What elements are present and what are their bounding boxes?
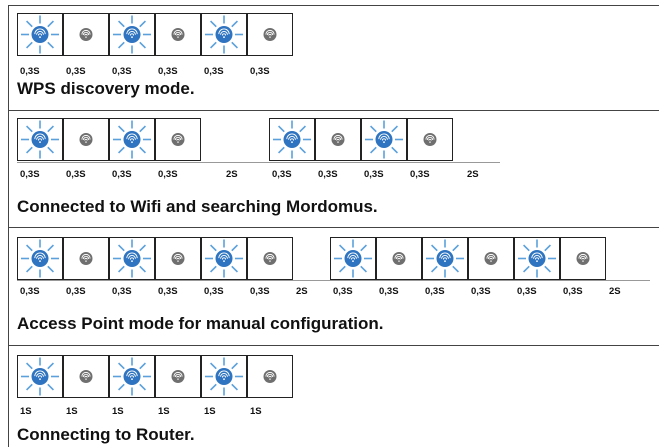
duration-label: 1S <box>158 406 170 417</box>
led-state-cell <box>422 237 468 280</box>
led-state-cell <box>155 118 201 161</box>
mode-caption: Connecting to Router. <box>17 425 195 444</box>
duration-label: 0,3S <box>66 286 86 297</box>
led-state-cell <box>109 13 155 56</box>
led-state-cell <box>330 237 376 280</box>
led-state-cell <box>468 237 514 280</box>
led-state-cell <box>407 118 453 161</box>
pause-duration-label: 2S <box>226 169 238 180</box>
duration-label: 0,3S <box>112 66 132 77</box>
led-state-cell <box>247 237 293 280</box>
led-state-cell <box>63 355 109 398</box>
duration-label: 0,3S <box>112 286 132 297</box>
mode-caption: Connected to Wifi and searching Mordomus… <box>17 197 378 216</box>
led-state-cell <box>17 237 63 280</box>
led-state-cell <box>109 118 155 161</box>
led-state-cell <box>315 118 361 161</box>
pause-duration-label: 2S <box>609 286 621 297</box>
duration-label: 0,3S <box>158 66 178 77</box>
led-state-cell <box>109 355 155 398</box>
duration-label: 1S <box>66 406 78 417</box>
section-divider <box>8 345 659 346</box>
duration-label: 0,3S <box>250 286 270 297</box>
duration-label: 0,3S <box>66 66 86 77</box>
duration-label: 0,3S <box>364 169 384 180</box>
duration-label: 0,3S <box>20 66 40 77</box>
duration-label: 0,3S <box>112 169 132 180</box>
led-state-cell <box>17 118 63 161</box>
led-state-cell <box>63 13 109 56</box>
duration-label: 1S <box>20 406 32 417</box>
duration-label: 0,3S <box>66 169 86 180</box>
led-state-cell <box>63 237 109 280</box>
diagram-frame <box>8 5 659 447</box>
duration-label: 0,3S <box>425 286 445 297</box>
duration-label: 0,3S <box>158 286 178 297</box>
duration-label: 1S <box>250 406 262 417</box>
led-state-cell <box>201 355 247 398</box>
led-state-cell <box>376 237 422 280</box>
duration-label: 1S <box>204 406 216 417</box>
duration-label: 0,3S <box>471 286 491 297</box>
led-state-cell <box>269 118 315 161</box>
pause-duration-label: 2S <box>296 286 308 297</box>
duration-label: 0,3S <box>379 286 399 297</box>
duration-label: 0,3S <box>272 169 292 180</box>
duration-label: 0,3S <box>563 286 583 297</box>
mode-caption: Access Point mode for manual configurati… <box>17 314 384 333</box>
led-state-cell <box>201 13 247 56</box>
duration-label: 0,3S <box>20 286 40 297</box>
led-state-cell <box>155 355 201 398</box>
led-state-cell <box>17 13 63 56</box>
led-state-cell <box>361 118 407 161</box>
led-state-cell <box>514 237 560 280</box>
led-state-cell <box>63 118 109 161</box>
led-state-cell <box>560 237 606 280</box>
section-divider <box>8 110 659 111</box>
section-divider <box>8 227 659 228</box>
duration-label: 0,3S <box>410 169 430 180</box>
led-state-cell <box>247 355 293 398</box>
pause-duration-label: 2S <box>467 169 479 180</box>
timeline-axis <box>17 280 650 281</box>
duration-label: 0,3S <box>158 169 178 180</box>
led-state-cell <box>247 13 293 56</box>
duration-label: 0,3S <box>333 286 353 297</box>
duration-label: 0,3S <box>318 169 338 180</box>
led-state-cell <box>155 13 201 56</box>
duration-label: 0,3S <box>517 286 537 297</box>
duration-label: 0,3S <box>250 66 270 77</box>
duration-label: 0,3S <box>204 286 224 297</box>
led-state-cell <box>201 237 247 280</box>
duration-label: 1S <box>112 406 124 417</box>
duration-label: 0,3S <box>204 66 224 77</box>
timeline-axis <box>17 162 500 163</box>
led-state-cell <box>155 237 201 280</box>
duration-label: 0,3S <box>20 169 40 180</box>
led-state-cell <box>109 237 155 280</box>
led-state-cell <box>17 355 63 398</box>
mode-caption: WPS discovery mode. <box>17 79 195 98</box>
